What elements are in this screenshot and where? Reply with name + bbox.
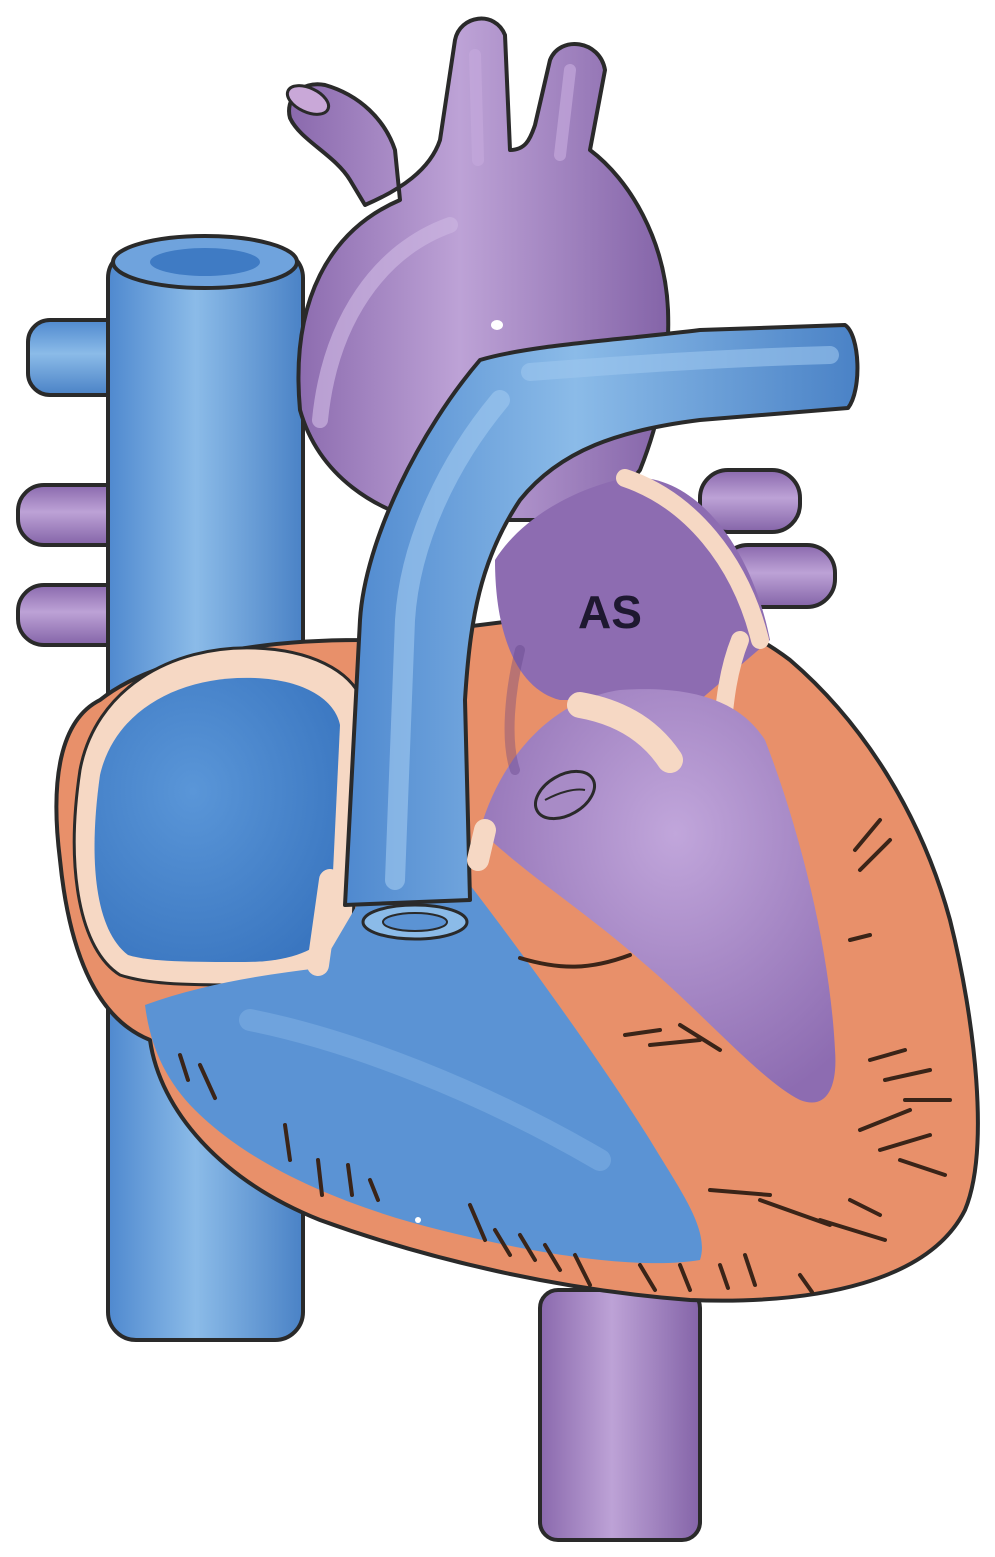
aortic-valve [534,769,596,821]
pulmonary-valve [361,903,469,941]
descending-aorta [538,1288,702,1542]
right-atrium [94,677,340,962]
right-ventricle [145,885,702,1264]
pulmonary-artery [343,320,860,907]
interventricular-septum [307,819,496,976]
label-as: AS [578,586,642,638]
highlight-dot [415,1217,421,1223]
muscle-striations [178,818,952,1294]
